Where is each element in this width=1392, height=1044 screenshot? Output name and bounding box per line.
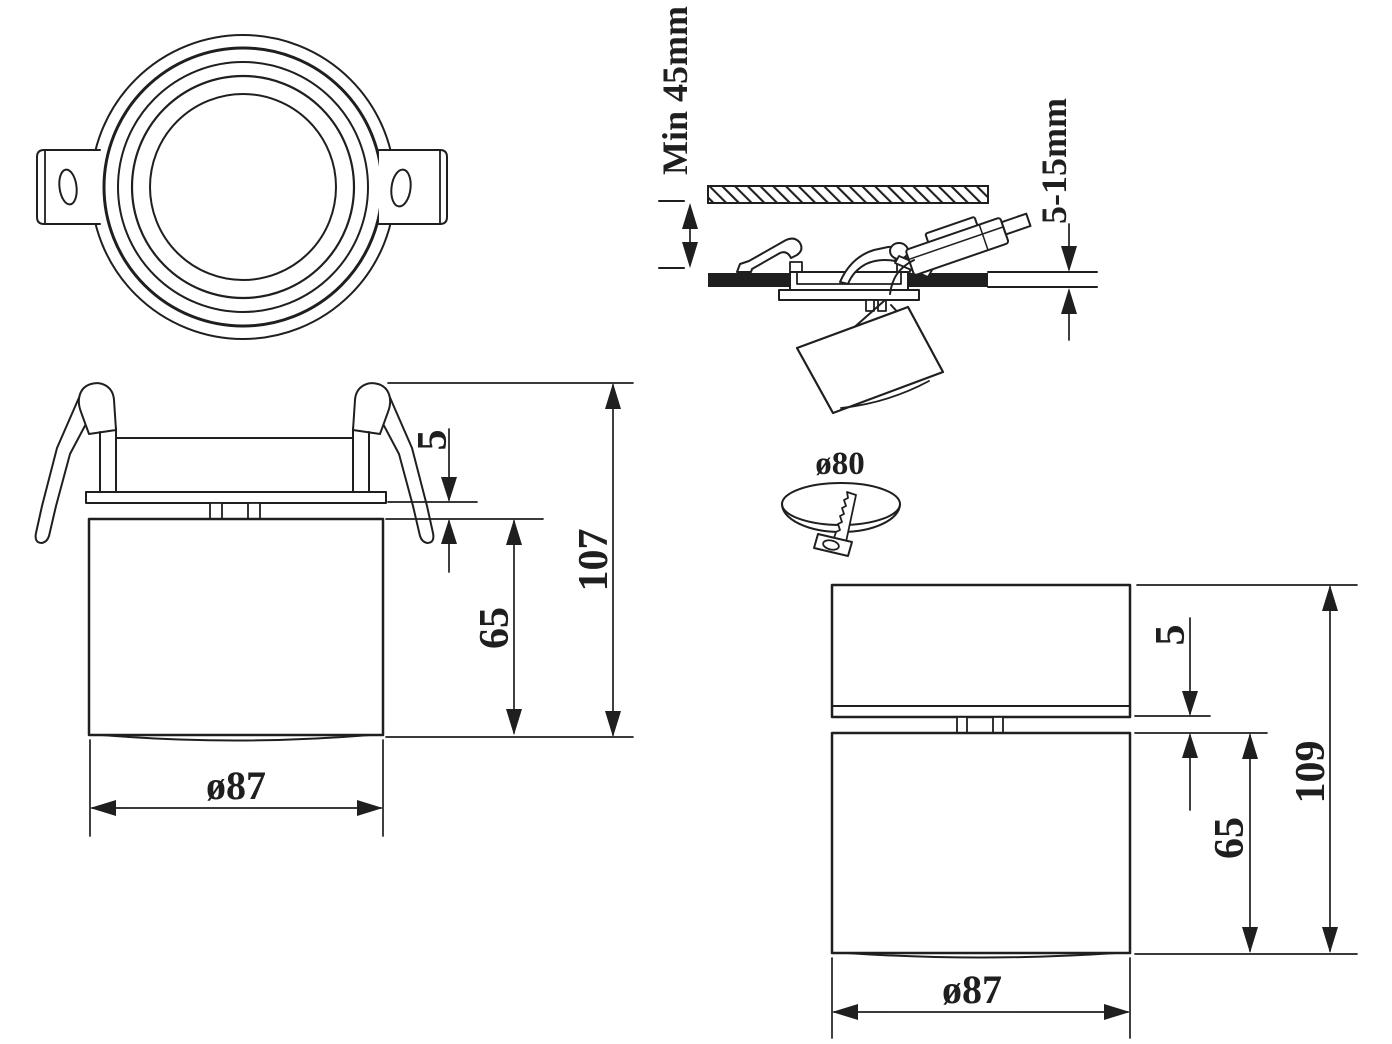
dim-gap-label: 5 xyxy=(410,430,456,451)
lamp-body xyxy=(87,517,385,737)
ceiling-board-right xyxy=(908,273,988,287)
neck-tab-right xyxy=(992,716,1004,734)
tilted-lens-edge xyxy=(840,380,930,409)
trim-ring xyxy=(778,289,920,301)
dim-overall-label: 109 xyxy=(1288,741,1334,804)
dim-ceiling-thickness: 5-15mm xyxy=(1034,98,1077,341)
surface-view: 5 65 109 ø87 xyxy=(830,583,1358,1039)
right-mounting-tab xyxy=(378,149,448,225)
ceiling-thickness-label: 5-15mm xyxy=(1034,98,1074,224)
top-view xyxy=(36,34,448,340)
dim-overall-107: 107 xyxy=(571,383,621,737)
trim-flange xyxy=(85,491,387,504)
cutout-diameter-label: ø80 xyxy=(815,446,865,482)
mount-base-block xyxy=(830,583,1132,719)
dim-body-label: 65 xyxy=(1207,817,1253,859)
left-tab-slot-hole xyxy=(58,168,78,206)
outer-rim-circle xyxy=(90,34,396,340)
cutout-view: ø80 xyxy=(781,446,901,557)
dim-body-65: 65 xyxy=(472,519,522,735)
dim-diameter-label: ø87 xyxy=(206,763,266,808)
min-clearance-label: Min 45mm xyxy=(655,6,695,175)
bezel-circle xyxy=(117,61,369,313)
lens-bottom-curve xyxy=(845,952,1117,959)
lens-circle xyxy=(149,93,337,281)
cable-stub xyxy=(1000,212,1032,236)
dim-diameter-87: ø87 xyxy=(90,763,383,816)
dim-diameter-87: ø87 xyxy=(832,967,1130,1020)
side-view: 5 65 107 ø87 xyxy=(34,382,634,837)
dim-body-label: 65 xyxy=(472,607,518,649)
left-clip-flattened xyxy=(736,237,803,273)
left-mounting-tab xyxy=(36,149,101,225)
right-tab-slot-hole xyxy=(390,168,412,208)
dim-overall-label: 107 xyxy=(571,529,617,592)
neck-tab-right xyxy=(247,502,261,520)
neck-tab-left xyxy=(209,502,223,520)
wire xyxy=(889,259,915,295)
lamp-body-block xyxy=(830,731,1132,955)
dim-body-65: 65 xyxy=(1207,733,1258,953)
dim-overall-109: 109 xyxy=(1288,585,1338,953)
tilted-lamp-head xyxy=(795,300,945,415)
dim-gap-5: 5 xyxy=(410,428,457,573)
bezel-inner-circle xyxy=(130,74,356,300)
dim-gap-5: 5 xyxy=(1148,617,1198,811)
dim-gap-label: 5 xyxy=(1148,625,1194,646)
saw-icon xyxy=(813,491,857,557)
structural-slab xyxy=(707,185,989,204)
ceiling-board-left xyxy=(708,273,790,287)
dim-min-depth: Min 45mm xyxy=(655,6,698,269)
dim-diameter-label: ø87 xyxy=(942,967,1002,1012)
outer-rim-inner-circle xyxy=(102,46,384,328)
install-view: Min 45mm xyxy=(655,6,1098,415)
neck-tab-left xyxy=(956,716,968,734)
lens-bottom-curve xyxy=(101,734,371,742)
cable-connector xyxy=(905,212,1032,276)
